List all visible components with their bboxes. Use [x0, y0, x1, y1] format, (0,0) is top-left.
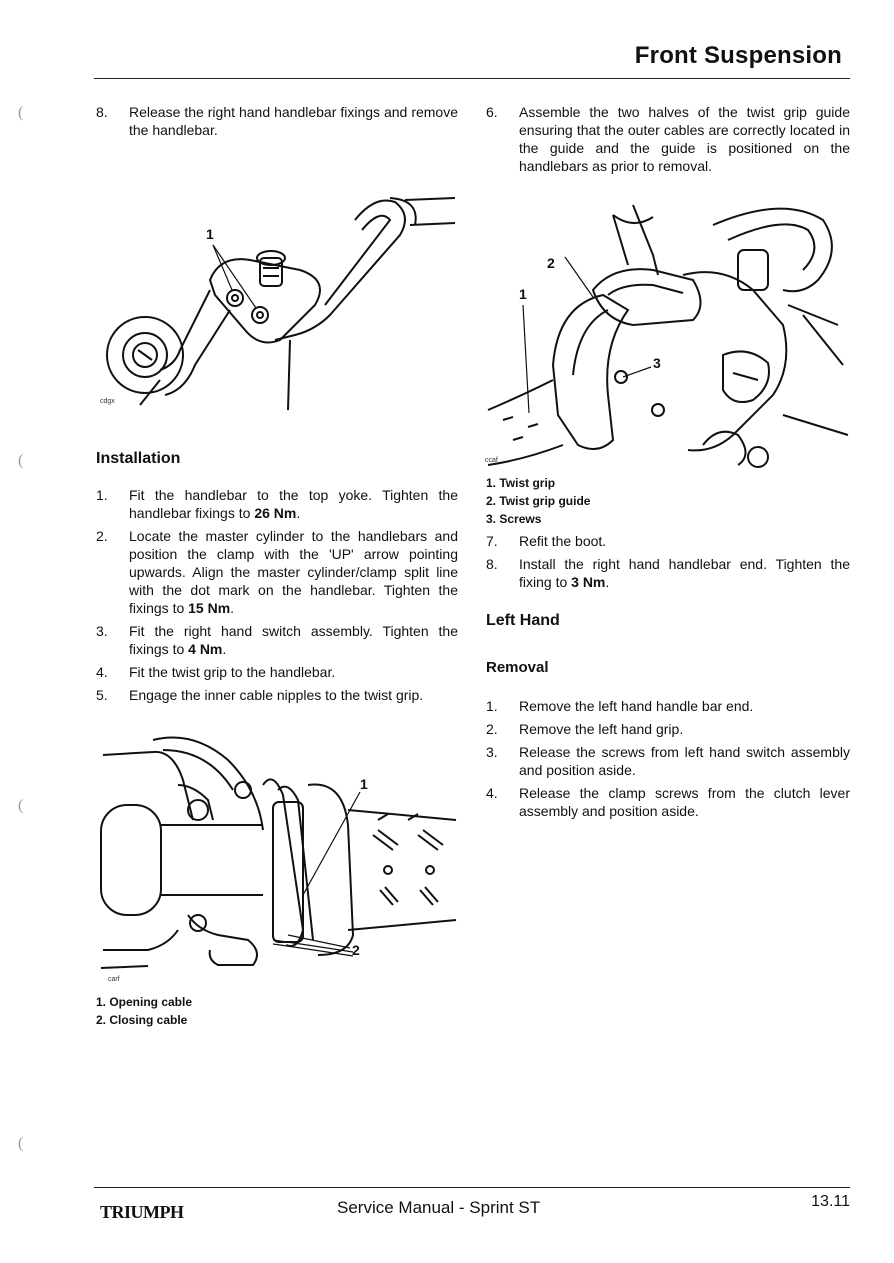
step-text: Release the right hand handlebar fixings… [129, 104, 458, 138]
step-number: 7. [486, 533, 498, 549]
caption-item: 2. Closing cable [96, 1013, 188, 1027]
step-text: Release the clamp screws from the clutch… [519, 785, 850, 819]
footer-divider [94, 1187, 850, 1188]
step-number: 4. [96, 664, 108, 680]
callout-label: 3 [653, 355, 661, 371]
step-text-part: Locate the master cylinder to the handle… [129, 528, 458, 616]
step-number: 8. [96, 104, 108, 120]
margin-mark: ( [18, 452, 24, 469]
caption-item: 1. Opening cable [96, 995, 193, 1009]
installation-steps: 1. Fit the handlebar to the top yoke. Ti… [96, 486, 458, 709]
refit-step: 8. Install the right hand handlebar end.… [486, 555, 850, 591]
right-steps-7-8: 7. Refit the boot. 8. Install the right … [486, 532, 850, 596]
step-number: 8. [486, 556, 498, 572]
figure-twist-grip-guide: 2 1 3 ccaf [483, 195, 851, 470]
left-step-8: 8. Release the right hand handlebar fixi… [96, 103, 458, 144]
installation-step: 5. Engage the inner cable nipples to the… [96, 686, 458, 704]
margin-mark: ( [18, 104, 24, 121]
page-title: Front Suspension [634, 42, 842, 69]
step-text: Assemble the two halves of the twist gri… [519, 104, 850, 174]
torque-value: 15 Nm [188, 600, 231, 616]
step-text: Release the screws from left hand switch… [519, 744, 850, 778]
caption-item: 1. Twist grip [486, 476, 556, 490]
installation-step: 4. Fit the twist grip to the handlebar. [96, 663, 458, 681]
step-number: 2. [486, 721, 498, 737]
torque-value: 3 Nm [571, 574, 606, 590]
removal-step: 2. Remove the left hand grip. [486, 720, 850, 738]
step-text-part: . [222, 641, 227, 657]
step-text-part: . [605, 574, 610, 590]
figure-captions-cables: 1. Opening cable 2. Closing cable [96, 993, 458, 1029]
step-number: 6. [486, 104, 498, 120]
right-step-6: 6. Assemble the two halves of the twist … [486, 103, 850, 180]
margin-mark: ( [18, 797, 24, 814]
step-number: 3. [486, 744, 498, 760]
step-number: 1. [486, 698, 498, 714]
step-text-part: Install the right hand handlebar end. Ti… [519, 556, 850, 590]
installation-step: 1. Fit the handlebar to the top yoke. Ti… [96, 486, 458, 522]
header-divider [94, 78, 850, 79]
step-text: Remove the left hand grip. [519, 721, 684, 737]
margin-mark: ( [18, 1135, 24, 1152]
figure-code: ccaf [485, 457, 498, 464]
figure-captions-guide: 1. Twist grip 2. Twist grip guide 3. Scr… [486, 474, 850, 528]
figure-twist-grip-cables: 1 2 carf [98, 730, 460, 988]
manual-title: Service Manual - Sprint ST [337, 1198, 541, 1217]
step-text: Locate the master cylinder to the handle… [129, 527, 458, 617]
figure-handlebar-lever: 1 cdgx [100, 190, 460, 415]
step-text: Engage the inner cable nipples to the tw… [129, 687, 424, 703]
left-hand-heading: Left Hand [486, 612, 560, 629]
callout-label: 2 [547, 255, 555, 271]
step-number: 2. [96, 528, 108, 544]
step-text-part: Fit the right hand switch assembly. Tigh… [129, 623, 458, 657]
callout-label: 1 [360, 776, 368, 792]
triumph-logo: TRIUMPH [100, 1202, 184, 1222]
step-text: Fit the right hand switch assembly. Tigh… [129, 622, 458, 658]
installation-step: 3. Fit the right hand switch assembly. T… [96, 622, 458, 658]
step-text: Fit the handlebar to the top yoke. Tight… [129, 486, 458, 522]
twist-grip-guide-illustration [487, 204, 849, 468]
step-text: Refit the boot. [519, 533, 607, 549]
removal-step: 1. Remove the left hand handle bar end. [486, 697, 850, 715]
callout-label: 2 [352, 942, 360, 958]
removal-steps: 1. Remove the left hand handle bar end. … [486, 697, 850, 825]
installation-heading: Installation [96, 450, 181, 467]
step-text-part: . [230, 600, 235, 616]
handlebar-lever-illustration [106, 197, 456, 411]
caption-item: 2. Twist grip guide [486, 494, 591, 508]
installation-step: 2. Locate the master cylinder to the han… [96, 527, 458, 617]
callout-label: 1 [519, 286, 527, 302]
step-text: Fit the twist grip to the handlebar. [129, 664, 336, 680]
step-number: 4. [486, 785, 498, 801]
step-number: 1. [96, 487, 108, 503]
step-text: Install the right hand handlebar end. Ti… [519, 555, 850, 591]
step-text-part: . [296, 505, 301, 521]
twist-grip-cables-illustration [100, 736, 457, 969]
figure-code: carf [108, 976, 120, 983]
page-number: 13.11 [811, 1193, 850, 1210]
callout-label: 1 [206, 226, 214, 242]
removal-heading: Removal [486, 659, 549, 676]
removal-step: 4. Release the clamp screws from the clu… [486, 784, 850, 820]
torque-value: 4 Nm [188, 641, 223, 657]
refit-step: 7. Refit the boot. [486, 532, 850, 550]
caption-item: 3. Screws [486, 512, 542, 526]
step-text-part: Fit the handlebar to the top yoke. Tight… [129, 487, 458, 521]
step-text: Remove the left hand handle bar end. [519, 698, 754, 714]
torque-value: 26 Nm [254, 505, 297, 521]
removal-step: 3. Release the screws from left hand swi… [486, 743, 850, 779]
figure-code: cdgx [100, 398, 115, 405]
step-number: 5. [96, 687, 108, 703]
step-number: 3. [96, 623, 108, 639]
